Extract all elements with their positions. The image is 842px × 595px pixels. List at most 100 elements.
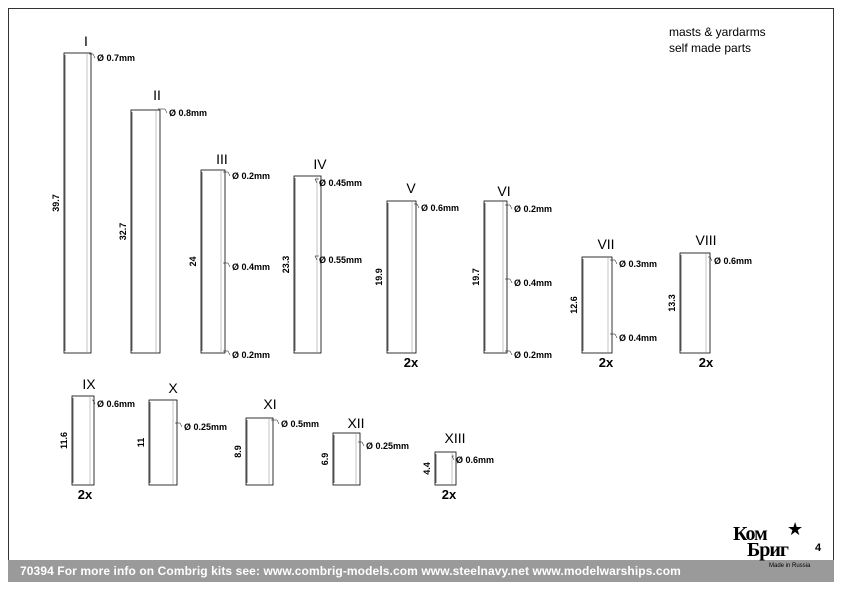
- leader-line: [505, 204, 513, 210]
- leader-line: [414, 203, 420, 209]
- diameter-label: Ø 0.8mm: [169, 108, 207, 118]
- part-outline: [332, 432, 361, 486]
- leader-line: [610, 333, 618, 339]
- leader-line: [505, 278, 513, 284]
- part-number-label: XIII: [444, 430, 465, 446]
- diameter-label: Ø 0.25mm: [366, 441, 409, 451]
- part-number-label: III: [216, 151, 228, 167]
- leader-line: [89, 53, 96, 59]
- part-number-label: XI: [263, 396, 276, 412]
- part-outline: [483, 200, 508, 354]
- leader-line: [708, 256, 713, 262]
- leader-line: [314, 178, 319, 184]
- length-label: 39.7: [51, 194, 61, 212]
- length-label: 24: [188, 256, 198, 266]
- footer-bar: [8, 560, 834, 582]
- length-label: 8.9: [233, 445, 243, 458]
- part-number-label: XII: [347, 415, 364, 431]
- leader-line: [271, 419, 280, 425]
- part-number-label: IX: [82, 376, 96, 392]
- diameter-label: Ø 0.3mm: [619, 259, 657, 269]
- title-line-2: self made parts: [669, 41, 752, 55]
- length-label: 11: [136, 438, 146, 448]
- part-ii: II 32.7 Ø 0.8mm: [118, 87, 207, 354]
- length-label: 6.9: [320, 453, 330, 466]
- diameter-label: Ø 0.2mm: [514, 204, 552, 214]
- length-label: 19.7: [471, 268, 481, 286]
- logo-tagline: Made in Russia: [769, 563, 811, 569]
- part-v: V 19.9 Ø 0.6mm 2x: [374, 180, 459, 370]
- quantity-label: 2x: [404, 355, 419, 370]
- part-ix: IX 11.6 Ø 0.6mm 2x: [59, 376, 135, 502]
- leader-line: [223, 350, 231, 356]
- part-outline: [434, 451, 457, 486]
- length-label: 12.6: [569, 296, 579, 314]
- part-outline: [386, 200, 417, 354]
- diameter-label: Ø 0.25mm: [184, 422, 227, 432]
- part-x: X 11 Ø 0.25mm: [136, 380, 227, 486]
- part-number-label: IV: [313, 156, 327, 172]
- diameter-label: Ø 0.5mm: [281, 419, 319, 429]
- part-outline: [679, 252, 711, 354]
- diameter-label: Ø 0.2mm: [232, 171, 270, 181]
- part-outline: [245, 417, 274, 486]
- length-label: 19.9: [374, 268, 384, 286]
- part-number-label: VI: [497, 183, 510, 199]
- part-outline: [63, 52, 92, 354]
- length-label: 4.4: [422, 462, 432, 475]
- leader-line: [158, 108, 168, 114]
- page-number: 4: [815, 542, 822, 554]
- diameter-label: Ø 0.4mm: [619, 333, 657, 343]
- quantity-label: 2x: [699, 355, 714, 370]
- diameter-label: Ø 0.55mm: [319, 255, 362, 265]
- part-number-label: X: [168, 380, 178, 396]
- leader-line: [451, 455, 455, 461]
- leader-line: [505, 350, 513, 356]
- part-outline: [581, 256, 613, 354]
- diameter-label: Ø 0.7mm: [97, 53, 135, 63]
- diameter-label: Ø 0.6mm: [456, 455, 494, 465]
- diameter-label: Ø 0.6mm: [421, 203, 459, 213]
- logo-text-1: Ком: [733, 523, 768, 545]
- quantity-label: 2x: [599, 355, 614, 370]
- part-outline: [293, 175, 322, 354]
- part-outline: [200, 169, 226, 354]
- part-outline: [148, 399, 178, 486]
- leader-line: [314, 255, 319, 261]
- length-label: 23.3: [281, 256, 291, 274]
- part-outline: [130, 109, 161, 354]
- part-number-label: I: [84, 33, 88, 49]
- diameter-label: Ø 0.4mm: [514, 278, 552, 288]
- diameter-label: Ø 0.45mm: [319, 178, 362, 188]
- diameter-label: Ø 0.6mm: [714, 256, 752, 266]
- combrig-logo: Ком Бриг ★ Made in Russia: [733, 519, 821, 579]
- part-number-label: VII: [597, 236, 614, 252]
- title-line-1: masts & yardarms: [669, 25, 766, 39]
- part-viii: VIII 13.3 Ø 0.6mm 2x: [667, 232, 752, 370]
- length-label: 13.3: [667, 294, 677, 312]
- part-number-label: VIII: [695, 232, 716, 248]
- part-i: I 39.7 Ø 0.7mm: [51, 33, 135, 354]
- diameter-label: Ø 0.6mm: [97, 399, 135, 409]
- title-block: masts & yardarms self made parts: [669, 24, 766, 56]
- leader-line: [223, 171, 231, 177]
- part-number-label: II: [153, 87, 161, 103]
- star-icon: ★: [787, 519, 804, 539]
- length-label: 11.6: [59, 432, 69, 449]
- leader-line: [223, 262, 231, 268]
- length-label: 32.7: [118, 223, 128, 241]
- part-iv: IV 23.3 Ø 0.45mm Ø 0.55mm: [281, 156, 362, 354]
- leader-line: [92, 399, 96, 405]
- leader-line: [175, 422, 183, 428]
- part-vii: VII 12.6 Ø 0.3mm Ø 0.4mm 2x: [569, 236, 657, 370]
- part-iii: III 24 Ø 0.2mm Ø 0.4mm Ø 0.2mm: [188, 151, 270, 360]
- diameter-label: Ø 0.4mm: [232, 262, 270, 272]
- part-xii: XII 6.9 Ø 0.25mm: [320, 415, 409, 486]
- part-number-label: V: [406, 180, 416, 196]
- diameter-label: Ø 0.2mm: [232, 350, 270, 360]
- quantity-label: 2x: [78, 487, 93, 502]
- part-outline: [71, 395, 95, 486]
